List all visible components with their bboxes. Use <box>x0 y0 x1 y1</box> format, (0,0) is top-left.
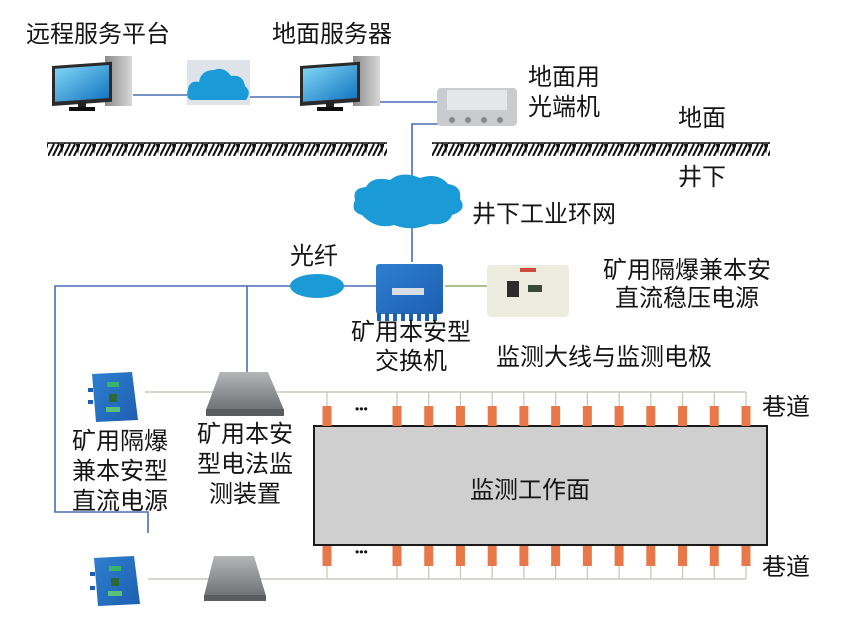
ground-label: 地面 <box>678 104 726 132</box>
label-line: 矿用本安型 <box>351 318 471 346</box>
ground-optical-terminal-label: 地面用 光端机 <box>528 62 600 122</box>
mining-switch-label: 矿用本安型 交换机 <box>336 318 486 376</box>
power-supply-device-icon[interactable] <box>88 372 138 422</box>
label-line: 矿用隔爆兼本安 <box>603 256 771 284</box>
optical-fiber-icon <box>290 274 344 298</box>
electrode-icon <box>551 406 561 426</box>
label-line: 直流电源 <box>72 487 168 515</box>
link-terminal-ring <box>411 123 445 185</box>
working-face <box>313 425 768 546</box>
electrode-icon <box>551 546 561 566</box>
ground-server-label: 地面服务器 <box>272 20 392 48</box>
label-line: 光端机 <box>528 93 600 121</box>
network-links <box>54 94 445 533</box>
electrode-icon <box>487 406 497 426</box>
ellipsis-top: ··· <box>354 399 369 420</box>
electrode-icon <box>678 406 688 426</box>
electrode-icon <box>424 546 434 566</box>
electrodes-top <box>322 392 751 426</box>
electrode-icon <box>614 406 624 426</box>
monitoring-cable-electrodes-label: 监测大线与监测电极 <box>496 343 712 371</box>
electrical-monitor-device-icon[interactable] <box>206 372 284 416</box>
electrode-icon <box>614 546 624 566</box>
electrode-icon <box>487 546 497 566</box>
desktop-computer-icon[interactable] <box>52 56 132 111</box>
power-supply-device-icon[interactable] <box>487 265 569 317</box>
link-fiber-bus <box>54 285 380 533</box>
electrode-icon <box>322 546 332 566</box>
tunnel-top-label: 巷道 <box>762 393 810 421</box>
mining-switch-device-icon[interactable] <box>376 264 443 321</box>
electrode-icon <box>709 406 719 426</box>
dc-power-supply-label: 矿用隔爆 兼本安型 直流电源 <box>56 426 184 516</box>
label-line: 兼本安型 <box>72 457 168 485</box>
label-line: 矿用本安 <box>197 420 293 448</box>
electrode-icon <box>678 546 688 566</box>
electrode-icon <box>392 546 402 566</box>
label-line: 矿用隔爆 <box>72 427 168 455</box>
electrode-icon <box>424 406 434 426</box>
electrode-icon <box>646 406 656 426</box>
electrode-icon <box>322 406 332 426</box>
electrode-icon <box>455 406 465 426</box>
label-line: 地面用 <box>528 63 600 91</box>
cloud-icon <box>187 60 250 105</box>
electrode-icon <box>519 406 529 426</box>
ellipsis-bottom: ··· <box>354 542 369 563</box>
electrode-icon <box>582 406 592 426</box>
label-line: 交换机 <box>375 347 447 375</box>
regulated-power-supply-label: 矿用隔爆兼本安 直流稳压电源 <box>582 256 792 312</box>
ground-hatch-right <box>432 143 770 156</box>
electrode-icon <box>519 546 529 566</box>
electrode-icon <box>646 546 656 566</box>
electrodes-bottom <box>322 546 751 579</box>
working-face-label: 监测工作面 <box>470 476 590 504</box>
ground-hatch-left <box>47 143 387 156</box>
cloud-icon <box>353 174 463 229</box>
power-supply-device-icon[interactable] <box>90 556 140 606</box>
electrode-icon <box>709 546 719 566</box>
label-line: 型电法监 <box>197 450 293 478</box>
label-line: 直流稳压电源 <box>615 284 759 312</box>
electrode-icon <box>582 546 592 566</box>
tunnel-bottom-label: 巷道 <box>762 553 810 581</box>
remote-platform-label: 远程服务平台 <box>26 20 170 48</box>
electrode-icon <box>741 546 751 566</box>
desktop-computer-icon[interactable] <box>300 56 380 111</box>
industrial-ring-network-label: 井下工业环网 <box>472 200 616 228</box>
optical-fiber-label: 光纤 <box>290 242 338 270</box>
label-line: 测装置 <box>209 480 281 508</box>
electrode-icon <box>392 406 402 426</box>
electrode-icon <box>455 546 465 566</box>
electrode-icon <box>741 406 751 426</box>
electrical-monitor-label: 矿用本安 型电法监 测装置 <box>186 419 304 509</box>
optical-terminal-device-icon[interactable] <box>437 88 517 126</box>
electrical-monitor-device-icon[interactable] <box>204 556 266 601</box>
underground-label: 井下 <box>678 163 726 191</box>
